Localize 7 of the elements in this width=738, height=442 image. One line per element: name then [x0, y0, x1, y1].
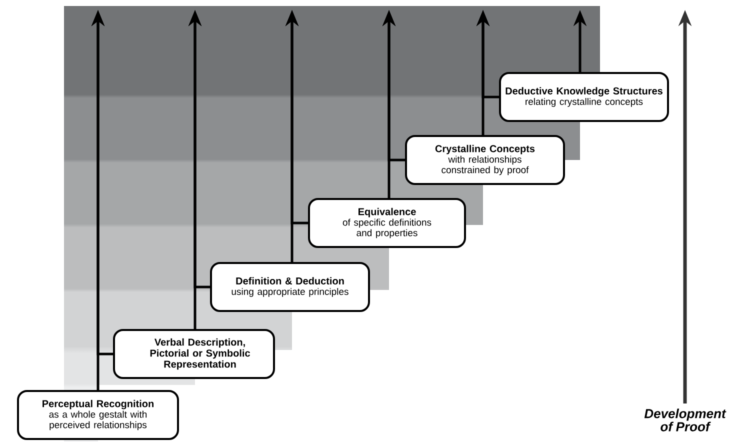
- stage-box: Definition & Deduction using appropriate principles: [210, 262, 370, 312]
- axis-label: Development of Proof: [644, 408, 726, 432]
- stage-box: Deductive Knowledge Structures relating crystalline concepts: [499, 72, 669, 122]
- stage-box: Crystalline Concepts with relationships constrained by proof: [405, 135, 565, 185]
- stage-box: Equivalence of specific definitions and properties: [308, 198, 466, 248]
- stage-box: Verbal Description, Pictorial or Symbolic Representation: [113, 329, 275, 379]
- stage-box: Perceptual Recognition as a whole gestalt with perceived relationships: [17, 390, 179, 440]
